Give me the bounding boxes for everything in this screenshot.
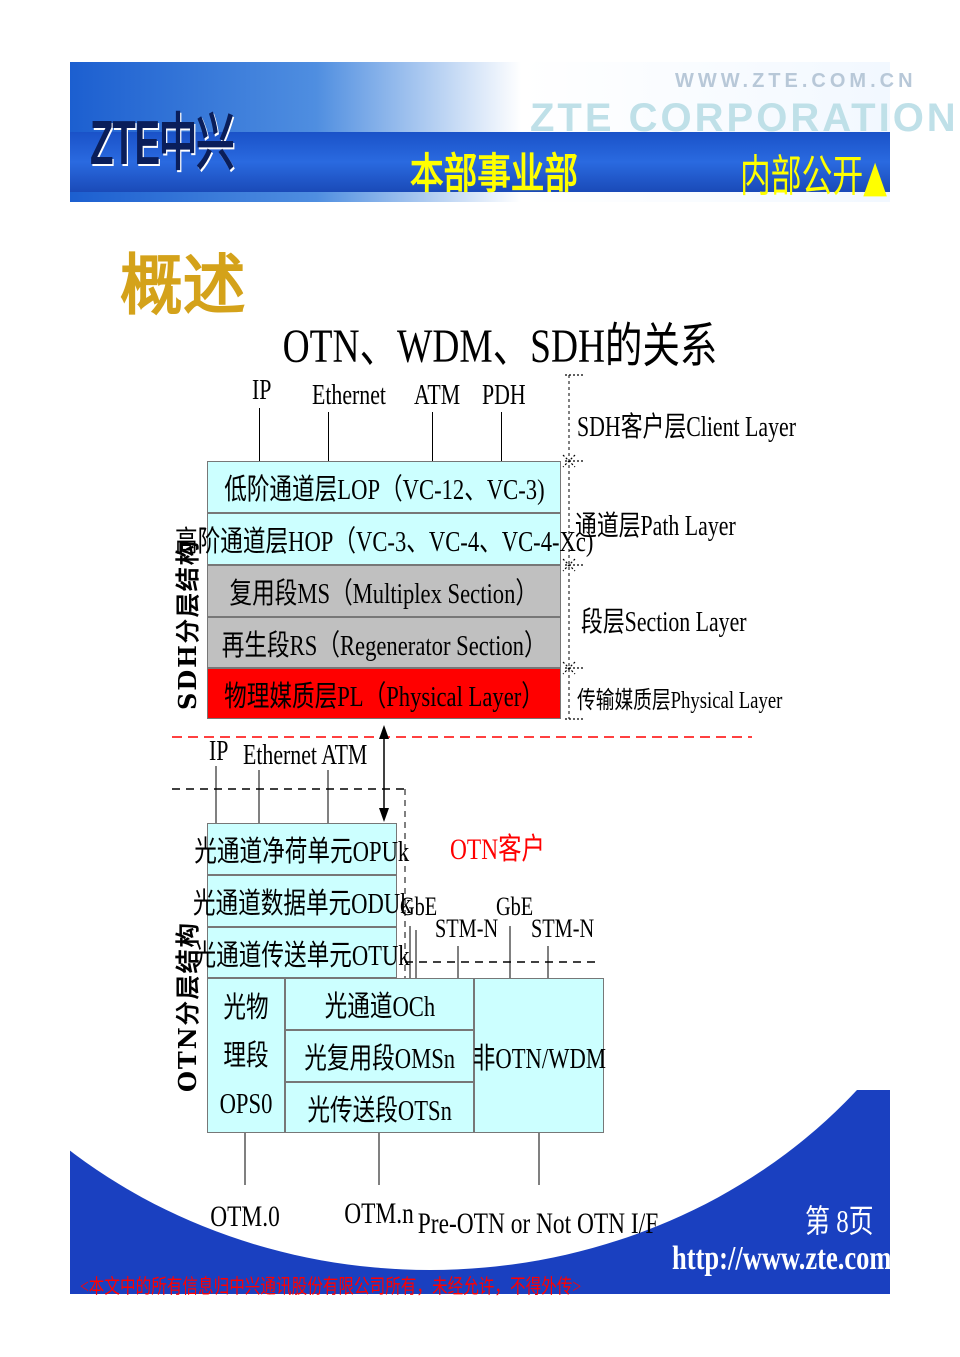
otn-client-label: OTN客户: [450, 833, 545, 866]
sdh-layer-pl: 物理媒质层PL（Physical Layer）: [207, 668, 561, 719]
corp-watermark: ZTE CORPORATION: [530, 96, 959, 140]
connector-line: [328, 412, 329, 461]
otn-layer-otuk: 光通道传送单元OTUk: [194, 927, 410, 978]
sdh-client-ip: IP: [252, 375, 272, 406]
connector-line: [501, 412, 502, 461]
otn-omsn: 光复用段OMSn: [285, 1030, 474, 1082]
sdh-client-atm: ATM: [414, 380, 461, 411]
otn-och: 光通道OCh: [285, 978, 474, 1030]
sdh-layer-lop: 低阶通道层LOP（VC-12、VC-3): [207, 461, 561, 513]
client-stmn-1: STM-N: [435, 914, 499, 943]
sdh-layer-hop: 高阶通道层HOP（VC-3、VC-4、VC-4-Xc): [175, 513, 593, 565]
website-watermark: WWW.ZTE.COM.CN: [675, 70, 917, 92]
client-gbe-1: GbE: [400, 892, 438, 921]
section-title: 概述: [120, 247, 246, 324]
label-client-layer: SDH客户层Client Layer: [577, 412, 796, 443]
otn-client-ip: IP: [209, 736, 229, 767]
connector-line: [432, 412, 433, 461]
confidential-notice: <本文中的所有信息归中兴通讯股份有限公司所有，未经允许，不得外传>: [80, 1276, 582, 1298]
client-gbe-2: GbE: [496, 892, 534, 921]
header-band: [70, 132, 890, 192]
footer-url[interactable]: http://www.zte.com.cn: [672, 1240, 925, 1277]
sdh-layer-ms: 复用段MS（Multiplex Section）: [207, 565, 561, 617]
otn-ops: 光物理段OPS0: [207, 978, 285, 1133]
connector-line: [259, 408, 260, 461]
otn-client-ethernet-atm: Ethernet ATM: [243, 740, 368, 771]
sdh-client-pdh: PDH: [482, 380, 526, 411]
label-physical-layer: 传输媒质层Physical Layer: [577, 688, 783, 714]
otn-layer-opuk: 光通道净荷单元OPUk: [195, 823, 409, 875]
label-section-layer: 段层Section Layer: [581, 607, 747, 638]
slide-title: OTN、WDM、SDH的关系: [282, 320, 718, 373]
department-label: 本部事业部: [410, 149, 579, 198]
sdh-client-ethernet: Ethernet: [312, 380, 386, 411]
otn-layer-oduk: 光通道数据单元ODUk: [193, 875, 411, 927]
classification-label: 内部公开▲: [740, 151, 887, 202]
zte-logo: ZTE中兴: [90, 109, 235, 178]
non-otn-wdm: 非OTN/WDM: [472, 978, 606, 1133]
page-number: 第 8页: [805, 1203, 874, 1239]
interface-otm0: OTM.0: [210, 1200, 280, 1233]
label-path-layer: 通道层Path Layer: [575, 511, 736, 542]
interface-otmn: OTM.n: [344, 1197, 414, 1230]
client-stmn-2: STM-N: [531, 914, 595, 943]
otn-otsn: 光传送段OTSn: [285, 1082, 474, 1133]
sdh-layer-rs: 再生段RS（Regenerator Section）: [207, 617, 561, 668]
interface-pre-otn: Pre-OTN or Not OTN I/F: [417, 1207, 659, 1240]
